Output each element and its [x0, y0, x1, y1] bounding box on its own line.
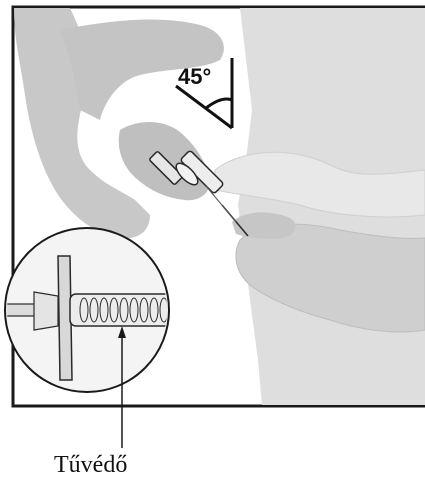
injecting-arm	[14, 8, 150, 239]
forearm	[60, 19, 224, 120]
needle-guard-icon	[69, 293, 167, 327]
needle-guard-caption: Tűvédő	[54, 452, 128, 478]
angle-label: 45°	[178, 64, 211, 89]
needle-guard-inset	[4, 227, 170, 448]
lifted-shirt-hem	[214, 151, 425, 218]
angle-45-icon	[175, 58, 234, 130]
syringe-icon	[149, 150, 249, 237]
pinching-thumb	[232, 212, 296, 239]
pinching-hand	[235, 223, 425, 333]
